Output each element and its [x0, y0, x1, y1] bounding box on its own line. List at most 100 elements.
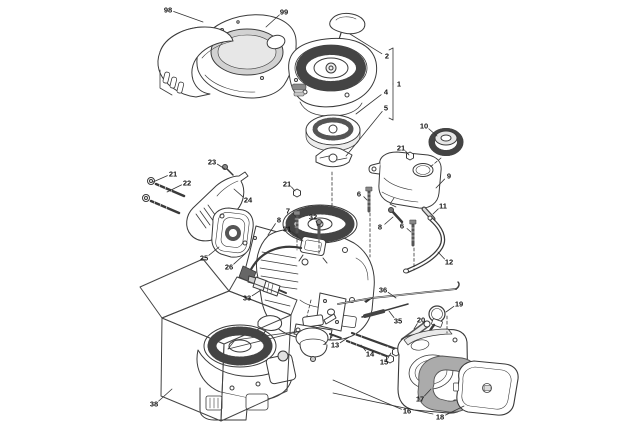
dashed-alignment-line — [428, 157, 442, 169]
callout-leader — [216, 163, 226, 170]
callout-label-24: 24 — [244, 196, 253, 205]
callout-label-13: 13 — [331, 341, 339, 350]
callout-label-12: 12 — [445, 258, 453, 267]
engine-stud-7 — [293, 210, 301, 234]
callout-leader — [349, 33, 383, 55]
callout-label-11: 11 — [439, 202, 447, 211]
callout-leader — [332, 379, 402, 410]
callout-leader — [406, 228, 412, 233]
callout-leader — [432, 208, 439, 215]
callout-leader — [152, 175, 168, 183]
callout-leader — [445, 305, 455, 313]
callout-label-6: 6 — [357, 190, 361, 199]
callout-leader — [173, 11, 204, 23]
callout-leader — [233, 188, 244, 198]
tank-bolt — [388, 207, 404, 224]
callout-label-5: 5 — [384, 104, 388, 113]
callout-leader — [387, 352, 392, 359]
callout-leader — [424, 388, 432, 397]
engine-bolt-32 — [316, 219, 322, 240]
callout-leader — [267, 223, 276, 236]
callout-label-16: 16 — [403, 407, 411, 416]
callout-label-38: 38 — [150, 400, 158, 409]
callout-label-25: 25 — [200, 254, 208, 263]
starter-pulley — [305, 114, 361, 152]
callout-leader — [265, 14, 280, 28]
throttle-spring — [361, 303, 409, 318]
callout-label-8: 8 — [378, 223, 382, 232]
callout-leader — [315, 220, 319, 227]
muffler-washers — [142, 177, 155, 202]
alignment-dashed-lines — [296, 157, 448, 334]
leader-line — [388, 117, 394, 121]
callout-leader — [233, 253, 246, 265]
fuel-cap — [428, 128, 464, 156]
callout-leader — [445, 405, 465, 416]
callout-leader — [208, 246, 220, 256]
callout-label-26: 26 — [225, 263, 233, 272]
callout-label-98: 98 — [164, 6, 172, 15]
callout-leader — [339, 336, 350, 344]
callout-leader — [387, 291, 397, 299]
callout-label-10: 10 — [420, 122, 428, 131]
callout-label-17: 17 — [416, 395, 424, 404]
carburetor — [293, 313, 342, 362]
callout-leader — [384, 216, 394, 225]
callout-leader — [291, 231, 304, 242]
starter-handle — [329, 12, 366, 50]
recoil-starter-housing — [288, 37, 378, 117]
callout-label-4: 4 — [384, 88, 389, 97]
shipping-box — [139, 258, 302, 422]
callout-label-35: 35 — [394, 317, 402, 326]
callout-leader — [360, 344, 367, 352]
callout-label-22: 22 — [183, 179, 191, 188]
callout-label-6: 6 — [400, 222, 404, 231]
callout-leader — [355, 94, 382, 115]
callout-label-20: 20 — [417, 316, 425, 325]
tank-stud-left — [365, 186, 373, 213]
callout-label-99: 99 — [280, 8, 288, 17]
callout-label-18: 18 — [436, 413, 444, 422]
callout-label-36: 36 — [379, 286, 387, 295]
leader-line — [388, 47, 394, 51]
callout-leader — [413, 323, 418, 330]
callout-leader — [428, 128, 438, 137]
callout-label-14: 14 — [366, 350, 375, 359]
starter-cup — [315, 147, 353, 168]
callout-leader — [251, 289, 262, 297]
callout-label-1: 1 — [397, 80, 401, 89]
fuel-line — [403, 215, 446, 274]
callout-leader — [435, 178, 445, 189]
callout-leader — [292, 213, 297, 218]
callout-label-21: 21 — [397, 144, 405, 153]
callout-label-19: 19 — [455, 300, 463, 309]
fuel-tank — [368, 151, 442, 209]
cover-trim — [157, 26, 234, 98]
dashed-alignment-line — [306, 299, 312, 317]
callout-leader — [166, 184, 182, 193]
callout-label-23: 23 — [208, 158, 216, 167]
callout-label-21: 21 — [283, 180, 291, 189]
muffler — [211, 207, 254, 258]
callout-leader — [405, 150, 410, 156]
tank-stud-right — [409, 219, 417, 247]
throttle-rod — [337, 281, 460, 305]
callout-label-32: 32 — [309, 213, 317, 222]
callout-leader — [345, 111, 383, 157]
leader-line — [332, 392, 434, 415]
callout-leader — [291, 186, 296, 192]
callout-label-8: 8 — [277, 216, 281, 225]
carb-studs — [345, 331, 398, 359]
callout-label-31: 31 — [283, 225, 291, 234]
callout-leader — [158, 388, 173, 402]
air-filter-cover — [453, 360, 519, 416]
callout-leader — [363, 196, 368, 201]
muffler-bolts — [149, 182, 186, 215]
callout-leader — [437, 251, 445, 260]
callout-label-15: 15 — [380, 358, 388, 367]
primer-bulb — [426, 305, 446, 343]
callout-label-2: 2 — [385, 52, 389, 61]
